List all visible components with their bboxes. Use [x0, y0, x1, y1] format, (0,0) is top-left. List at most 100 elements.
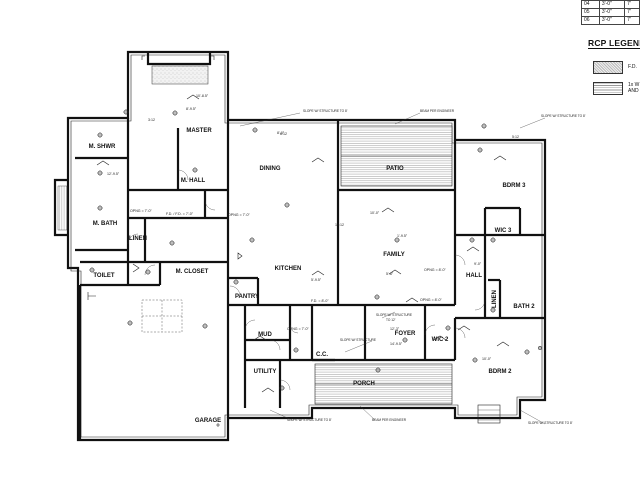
note-beam-top: BEAM PER ENGINEER	[420, 109, 455, 113]
height-hall: 9'-0"	[474, 262, 482, 266]
light-fixtures	[89, 109, 542, 391]
room-label-pantry: PANTRY	[235, 294, 259, 300]
height-family: 5'-6"	[386, 272, 394, 276]
fixture	[538, 346, 542, 350]
height-master: 10'-8.5"	[196, 94, 209, 98]
fixture	[97, 132, 103, 138]
room-label-bath2: BATH 2	[513, 304, 535, 310]
note-opening-dining: OPNG = 7'-0"	[228, 213, 251, 217]
ceiling-heights: 10'-8.5" 8'-9.5" 5'-9.5" 5'-6" 1'-9.5" 1…	[107, 94, 519, 361]
room-label-wic2: WIC 2	[432, 337, 449, 343]
master-bay-window	[141, 52, 215, 85]
note-slope-top-right: SLOPE W/ STRUCTURE TO 8'	[541, 114, 586, 118]
note-slope-structure: SLOPE W/ STRUCTURE	[340, 338, 376, 342]
note-opening-mhall: F.D. / F.D. = 7'-0"	[166, 212, 194, 216]
fixture	[524, 349, 530, 355]
room-label-m-shwr: M. SHWR	[89, 144, 116, 150]
schedule-extra: 7'	[624, 16, 640, 25]
height-family-2: 1'-9.5"	[397, 234, 408, 238]
room-label-bdrm2: BDRM 2	[488, 369, 512, 375]
pitch-master: 3:12	[148, 118, 155, 122]
fixture	[375, 367, 381, 373]
room-label-utility: UTILITY	[254, 369, 277, 375]
leader-lines	[239, 112, 546, 425]
fixture	[145, 269, 151, 275]
room-label-wic3: WIC 3	[495, 228, 512, 234]
pitch-family: 10:12	[335, 223, 344, 227]
legend-underline	[588, 48, 640, 49]
note-slope-foyer: SLOPE W/ STRUCTURE	[376, 313, 412, 317]
room-label-porch: PORCH	[353, 381, 375, 387]
room-label-kitchen: KITCHEN	[275, 266, 302, 272]
room-label-m-closet: M. CLOSET	[176, 269, 209, 275]
note-opening-family: OPNG = 8'-0"	[424, 268, 447, 272]
room-label-m-hall: M. HALL	[181, 178, 206, 184]
mbath-bumpout	[53, 178, 68, 237]
room-label-garage: GARAGE	[195, 418, 221, 424]
note-slope-top-left: SLOPE W/ STRUCTURE TO 8'	[303, 109, 348, 113]
note-slope-foyer-height: TO 12'	[386, 318, 396, 322]
room-label-family: FAMILY	[383, 252, 404, 258]
fixture	[249, 237, 255, 243]
fixture	[477, 147, 483, 153]
height-mbath: 12'-9.5"	[107, 172, 120, 176]
legend-label-wood-1: 1x W	[628, 82, 640, 88]
legend-label-fd: F.D.	[628, 64, 637, 70]
fixture	[469, 237, 475, 243]
fixture	[123, 109, 129, 115]
room-label-dining: DINING	[260, 166, 281, 172]
fixture	[169, 240, 175, 246]
legend-title: RCP LEGEND	[588, 38, 640, 48]
fixture	[89, 267, 95, 273]
note-opening-family-2: OPNG = 8'-0"	[420, 298, 443, 302]
room-label-linen: LINEN	[129, 236, 147, 242]
door-swings	[127, 169, 486, 391]
fixture	[402, 337, 408, 343]
room-labels: MASTER M. SHWR M. HALL M. BATH LINEN M. …	[89, 128, 536, 424]
height-foyer-2: 12'-3"	[390, 327, 400, 331]
fixture	[172, 110, 178, 116]
fixture	[445, 325, 451, 331]
room-label-hall: HALL	[466, 273, 482, 279]
fixture	[97, 170, 103, 176]
fixture	[472, 357, 478, 363]
room-label-patio: PATIO	[386, 166, 404, 172]
fixture	[192, 167, 198, 173]
pitch-bdrm3: 5:12	[512, 135, 519, 139]
note-opening-mud: OPNG = 7'-0"	[287, 327, 310, 331]
room-label-toilet: TOILET	[93, 273, 115, 279]
legend-swatch-wood	[593, 82, 623, 95]
height-master-2: 8'-9.5"	[186, 107, 197, 111]
fixture	[293, 347, 299, 353]
fixture	[97, 205, 103, 211]
room-label-foyer: FOYER	[395, 331, 416, 337]
fixture	[374, 294, 380, 300]
pitch-markers	[96, 94, 510, 393]
height-dining: 8'-0"	[277, 131, 285, 135]
legend-swatch-fd	[593, 61, 623, 74]
fixture	[252, 127, 258, 133]
room-label-master: MASTER	[186, 128, 212, 134]
note-opening-mbath: OPNG = 7'-0"	[130, 209, 153, 213]
height-kitchen: 5'-9.5"	[311, 278, 322, 282]
fixture	[127, 320, 133, 326]
room-label-cc: C.C.	[316, 352, 328, 358]
front-steps	[477, 404, 501, 424]
fixture	[490, 237, 496, 243]
schedule-size: 3'-0"	[598, 16, 626, 25]
note-slope-bottom: SLOPE W/ STRUCTURE TO 8'	[287, 418, 332, 422]
fixture	[284, 202, 290, 208]
legend-label-wood-2: AND	[628, 88, 639, 94]
fixture	[490, 307, 496, 313]
room-label-mud: MUD	[258, 332, 272, 338]
room-label-bdrm3: BDRM 3	[502, 183, 526, 189]
interior-walls	[75, 118, 545, 440]
pitch-dining: 6:12	[280, 132, 287, 136]
note-beam-bottom: BEAM PER ENGINEER	[372, 418, 407, 422]
garage-details	[87, 292, 220, 427]
annotation-notes: SLOPE W/ STRUCTURE TO 8' BEAM PER ENGINE…	[130, 109, 586, 425]
